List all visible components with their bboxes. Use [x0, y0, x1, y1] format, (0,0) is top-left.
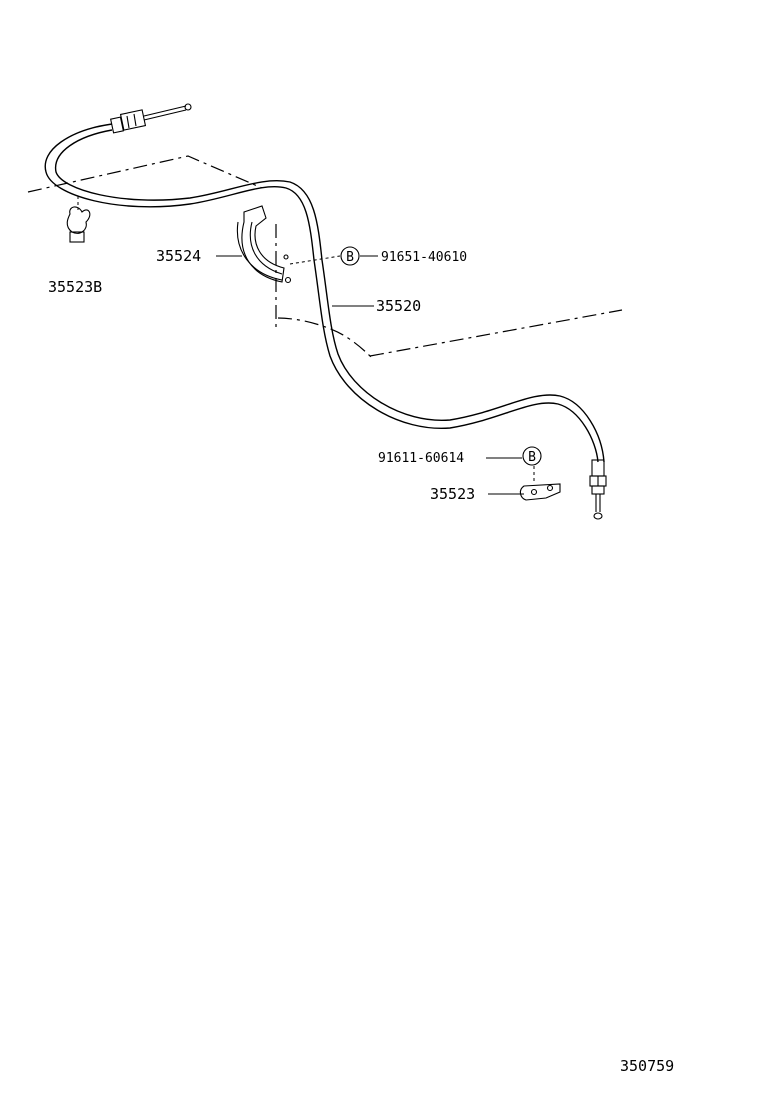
leader-lines [216, 255, 535, 495]
figure-number: 350759 [620, 1057, 674, 1075]
label-35520: 35520 [376, 297, 421, 315]
label-91651-40610: 91651-40610 [381, 250, 467, 265]
callout-b-lower: B [522, 446, 542, 466]
bracket-35523 [519, 483, 561, 501]
label-91611-60614: 91611-60614 [378, 451, 464, 466]
label-35523: 35523 [430, 485, 475, 503]
clip-35523B [66, 196, 91, 243]
clamp-35524 [236, 205, 292, 284]
cable-35520 [44, 123, 605, 463]
body-outline [27, 155, 623, 359]
label-35524: 35524 [156, 247, 201, 265]
callout-b-upper-text: B [346, 250, 354, 265]
cable-end-fitting-top [110, 103, 192, 134]
cable-end-fitting-bottom [589, 459, 607, 520]
label-35523B: 35523B [48, 278, 102, 296]
callout-b-lower-text: B [528, 450, 536, 465]
callout-b-upper: B [340, 246, 360, 266]
